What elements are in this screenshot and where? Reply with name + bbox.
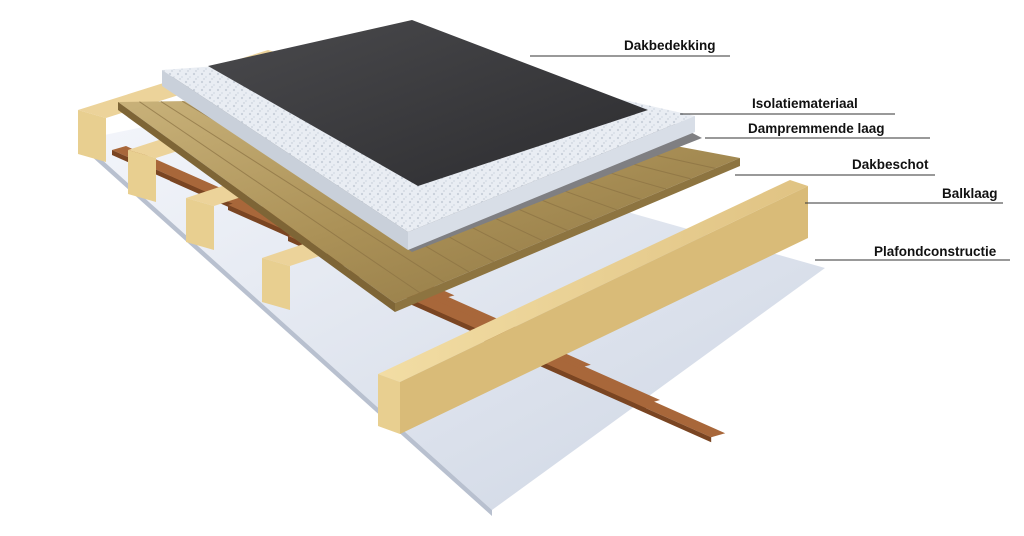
beam-front-end xyxy=(378,374,400,434)
beam-back-end-3 xyxy=(186,198,214,250)
label-balklaag: Balklaag xyxy=(942,186,998,201)
label-plafondconstructie: Plafondconstructie xyxy=(874,244,997,259)
label-dakbedekking: Dakbedekking xyxy=(624,38,716,53)
label-isolatiemateriaal: Isolatiemateriaal xyxy=(752,96,858,111)
beam-back-end-2 xyxy=(128,150,156,202)
beam-front-side xyxy=(400,186,808,434)
beam-layer-front xyxy=(378,180,808,434)
label-dampremmende-laag: Dampremmende laag xyxy=(748,121,885,136)
deck-plank-line-2 xyxy=(160,101,445,283)
leader-lines xyxy=(530,55,1010,261)
roofing-layer xyxy=(208,20,648,186)
beam-back-end-4 xyxy=(262,258,290,310)
deck-plank-line-1 xyxy=(139,101,420,294)
label-dakbeschot: Dakbeschot xyxy=(852,157,929,172)
beam-back-end-1 xyxy=(78,110,106,162)
beam-front-top xyxy=(378,180,808,382)
